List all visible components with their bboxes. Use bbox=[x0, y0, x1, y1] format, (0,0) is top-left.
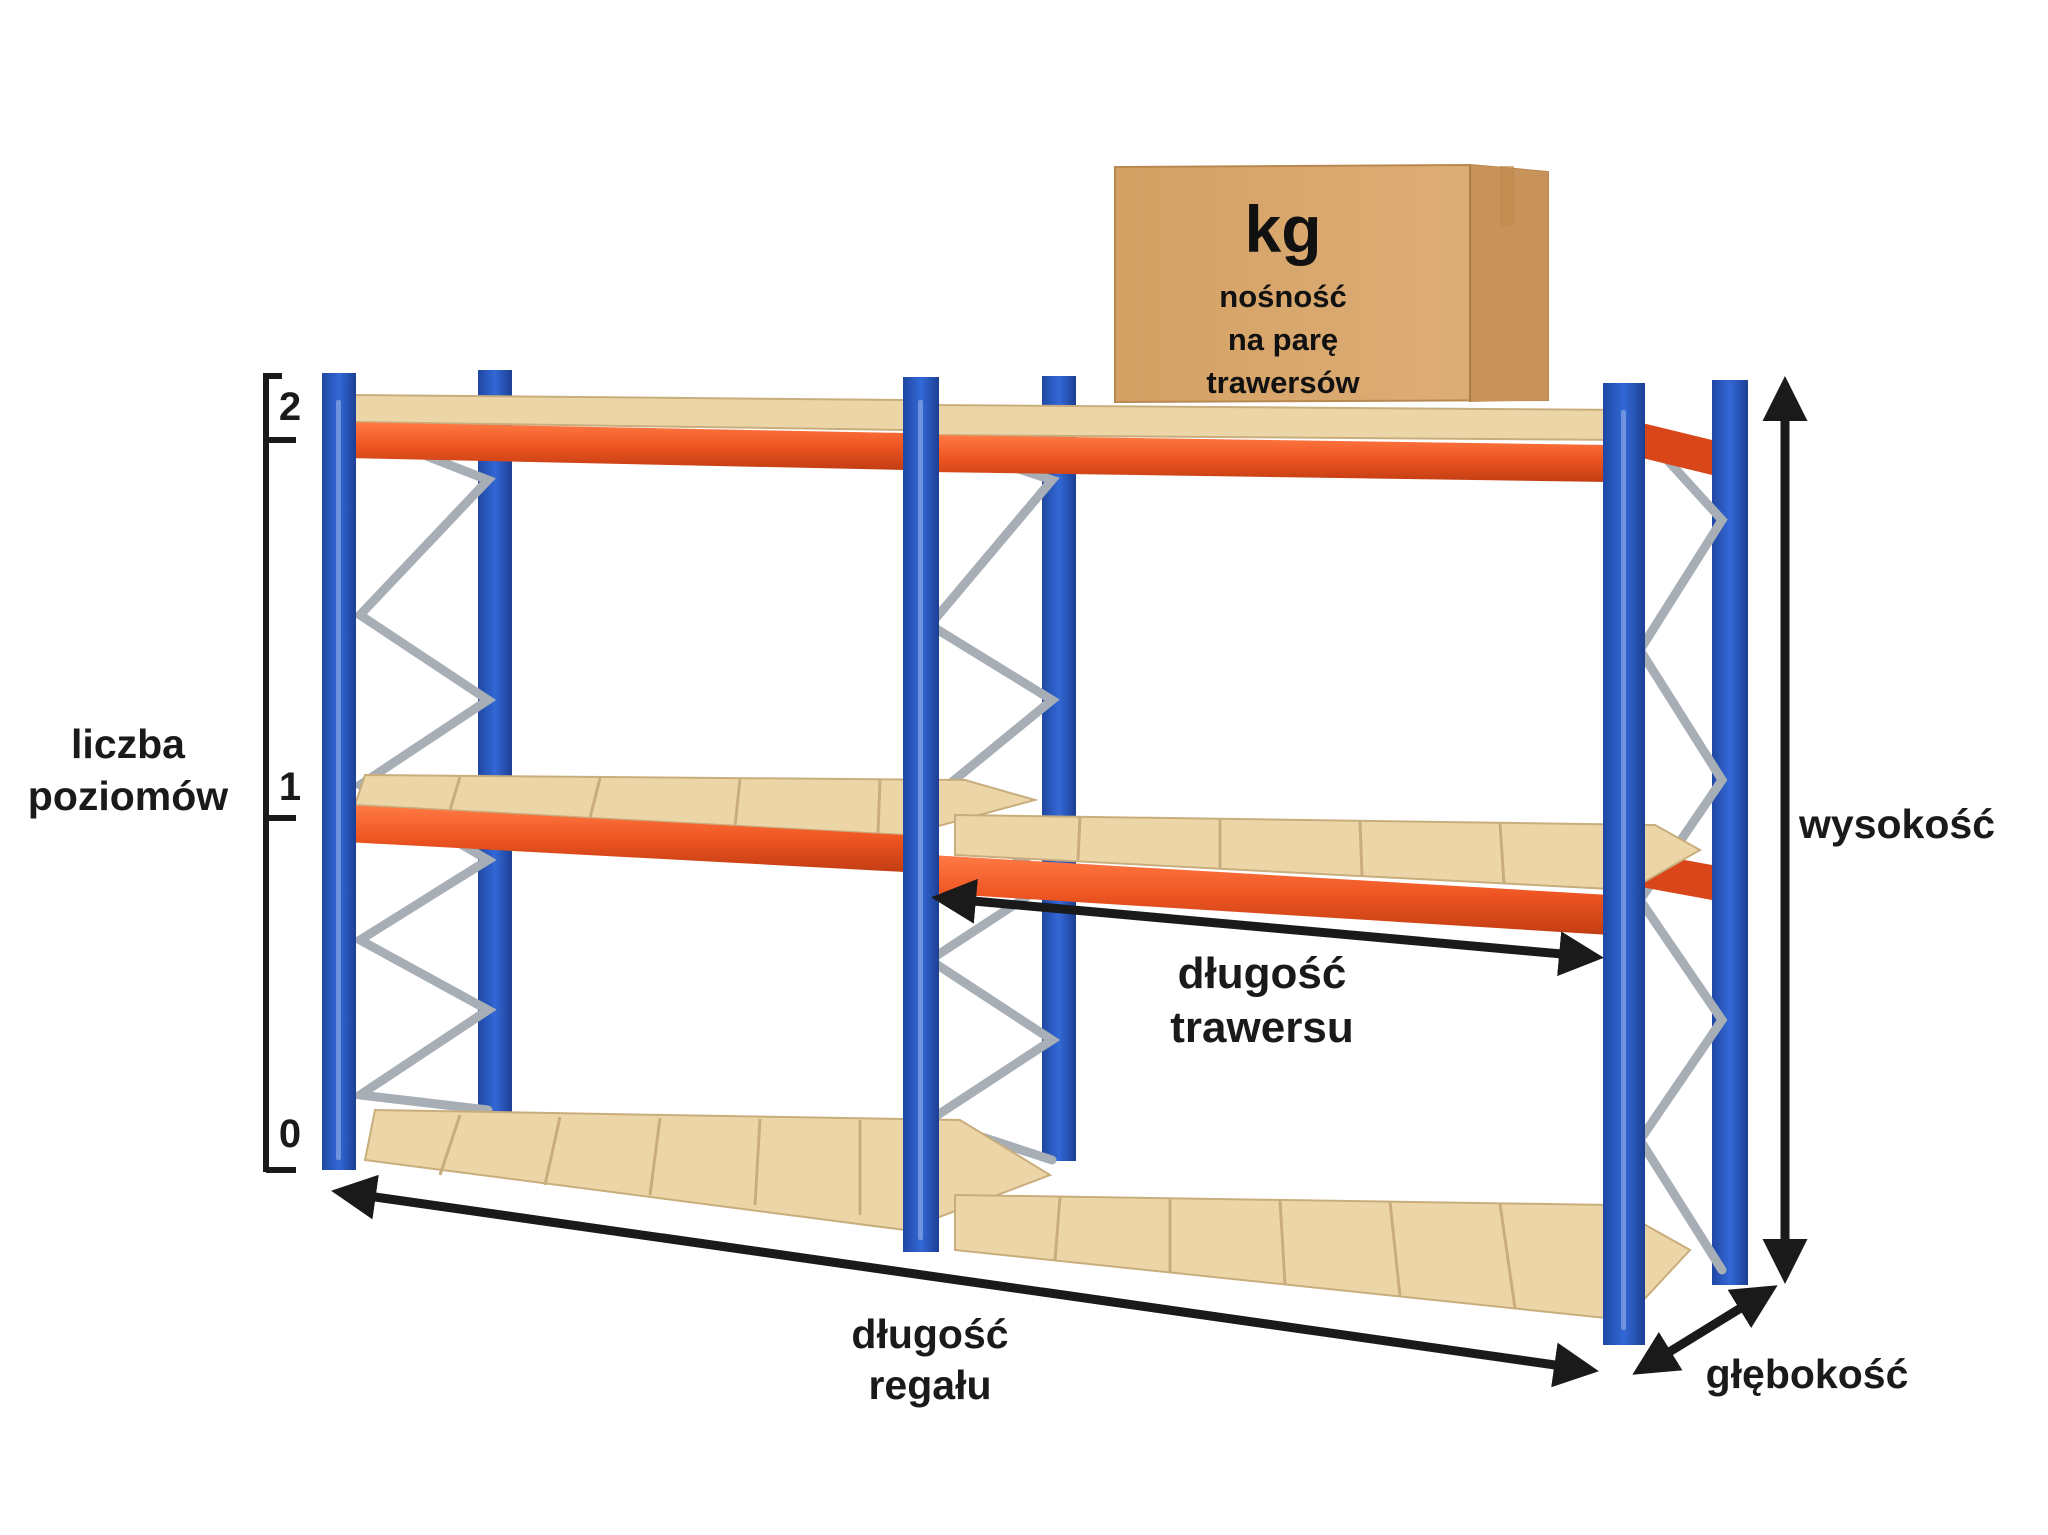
height-label: wysokość bbox=[1798, 801, 1995, 847]
rack-length-label-line2: regału bbox=[868, 1362, 991, 1408]
depth-arrow bbox=[1632, 1285, 1778, 1375]
beam-length-label-line2: trawersu bbox=[1170, 1003, 1353, 1052]
level-bracket bbox=[263, 373, 296, 1173]
levels-label-line2: poziomów bbox=[28, 773, 229, 819]
rack-length-label-line1: długość bbox=[851, 1311, 1008, 1357]
beam-top-right bbox=[930, 435, 1610, 482]
depth-label: głębokość bbox=[1706, 1351, 1909, 1397]
level-mark-1: 1 bbox=[279, 765, 301, 809]
beam-mid-left bbox=[345, 805, 905, 872]
pallet-mid-right bbox=[954, 813, 1703, 892]
beam-length-arrow bbox=[931, 878, 1604, 977]
box-unit-label: kg bbox=[1244, 192, 1321, 266]
box-capacity-line3: trawersów bbox=[1206, 365, 1360, 400]
rear-upright-left bbox=[478, 370, 512, 1115]
beam-top-left bbox=[345, 422, 905, 470]
rack-length-arrow bbox=[331, 1174, 1599, 1388]
dimension-arrows bbox=[331, 376, 1808, 1388]
front-upright-right bbox=[1603, 383, 1645, 1345]
levels-label-line1: liczba bbox=[71, 721, 186, 767]
load-box: kg nośność na parę trawersów bbox=[1114, 163, 1549, 404]
pallet-top-right bbox=[929, 403, 1631, 442]
rear-upright-middle bbox=[1042, 376, 1076, 1161]
pallet-bottom-right bbox=[954, 1193, 1692, 1322]
front-uprights bbox=[322, 373, 1645, 1345]
beam-length-label-line1: długość bbox=[1178, 949, 1347, 998]
front-upright-middle bbox=[903, 377, 939, 1252]
pallets bbox=[353, 393, 1703, 1322]
box-capacity-line2: na parę bbox=[1228, 322, 1338, 357]
front-upright-left bbox=[322, 373, 356, 1170]
level-mark-2: 2 bbox=[279, 385, 301, 429]
level-mark-0: 0 bbox=[279, 1112, 301, 1156]
box-capacity-line1: nośność bbox=[1219, 279, 1346, 314]
